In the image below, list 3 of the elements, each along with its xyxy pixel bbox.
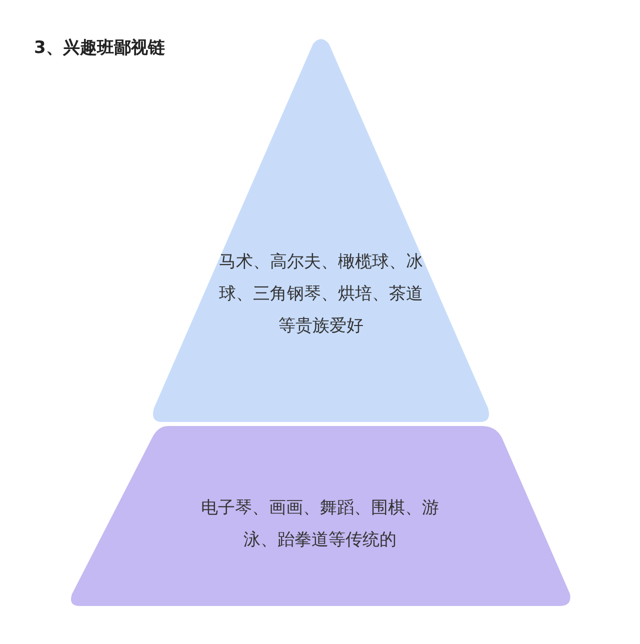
tier-text: 电子琴、画画、舞蹈、围棋、游泳、跆拳道等传统的: [200, 497, 440, 552]
diagram-title: 3、兴趣班鄙视链: [34, 37, 165, 59]
tier-text: 马术、高尔夫、橄榄球、冰球、三角钢琴、烘培、茶道等贵族爱好: [218, 251, 424, 338]
